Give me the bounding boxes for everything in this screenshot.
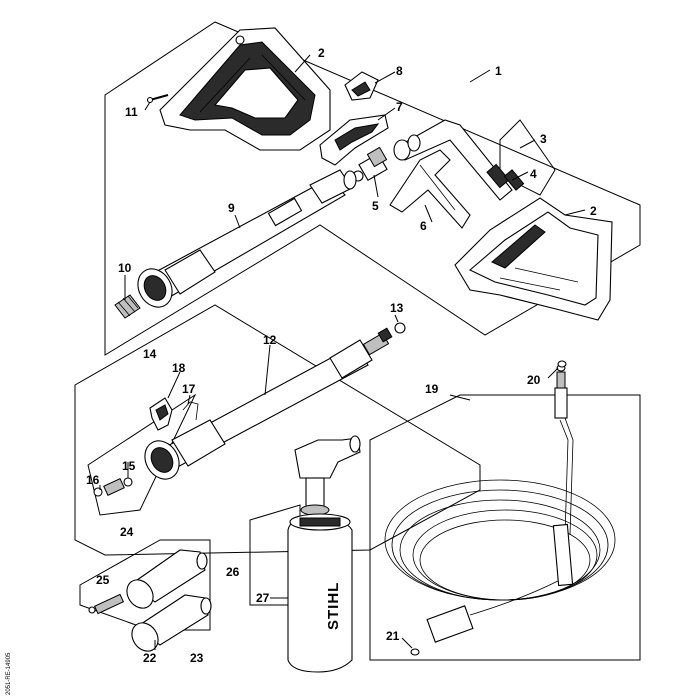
callout-3: 3 [540, 132, 547, 146]
pin-17 [182, 401, 199, 421]
callout-16: 16 [86, 473, 100, 487]
callout-20: 20 [527, 373, 541, 387]
handle-shell-upper [159, 27, 331, 151]
callout-15: 15 [122, 459, 136, 473]
adapter-25 [88, 593, 125, 615]
callout-9: 9 [228, 201, 235, 215]
trigger-lever-7 [319, 114, 389, 166]
callout-4: 4 [530, 167, 537, 181]
callout-2-upper: 2 [318, 46, 325, 60]
bottle-brand-label: STIHL [325, 582, 342, 630]
screw-11 [146, 94, 169, 104]
o-ring-20 [557, 360, 567, 368]
callout-5: 5 [372, 199, 379, 213]
fitting-16 [93, 477, 133, 497]
nozzle-24 [126, 549, 208, 609]
frame-assembly-3 [499, 119, 556, 196]
callout-11: 11 [125, 105, 138, 119]
callout-22: 22 [143, 651, 157, 665]
callout-25: 25 [96, 573, 110, 587]
callout-27: 27 [256, 591, 270, 605]
nozzle-22 [131, 594, 212, 652]
callout-labels: 1 2 2 3 4 5 6 7 8 9 10 11 12 13 14 15 16… [86, 46, 597, 665]
callout-12: 12 [263, 333, 277, 347]
hose-coil-19 [384, 364, 616, 643]
frame-assembly-19 [369, 394, 641, 661]
clip-8 [344, 71, 379, 101]
leader-lines [99, 54, 586, 650]
callout-26: 26 [226, 565, 240, 579]
side-code: 2051-RE-14905 [6, 652, 12, 695]
callout-13: 13 [390, 301, 404, 315]
callout-18: 18 [172, 361, 186, 375]
callout-8: 8 [396, 64, 403, 78]
clip-18 [149, 397, 173, 431]
callout-24: 24 [120, 525, 134, 539]
frame-assembly-24 [79, 539, 211, 631]
extension-lance-12 [144, 327, 393, 480]
callout-6: 6 [420, 219, 427, 233]
callout-10: 10 [118, 261, 132, 275]
callout-1: 1 [495, 64, 502, 78]
callout-7: 7 [396, 100, 403, 114]
callout-2-lower: 2 [590, 204, 597, 218]
callout-14: 14 [143, 347, 157, 361]
lance-tube-9 [137, 169, 357, 308]
callout-17: 17 [182, 382, 196, 396]
handle-shell-lower [454, 197, 613, 321]
gun-tube [393, 119, 525, 201]
callout-23: 23 [190, 651, 204, 665]
foam-bottle: STIHL [287, 435, 361, 673]
callout-21: 21 [386, 629, 400, 643]
bracket-6 [389, 149, 471, 229]
spring-10 [114, 294, 141, 319]
callout-19: 19 [425, 382, 439, 396]
o-ring-21 [410, 648, 420, 656]
valve-insert-5 [352, 146, 388, 182]
o-ring-13 [394, 322, 406, 334]
frame-assembly-12 [74, 304, 481, 556]
